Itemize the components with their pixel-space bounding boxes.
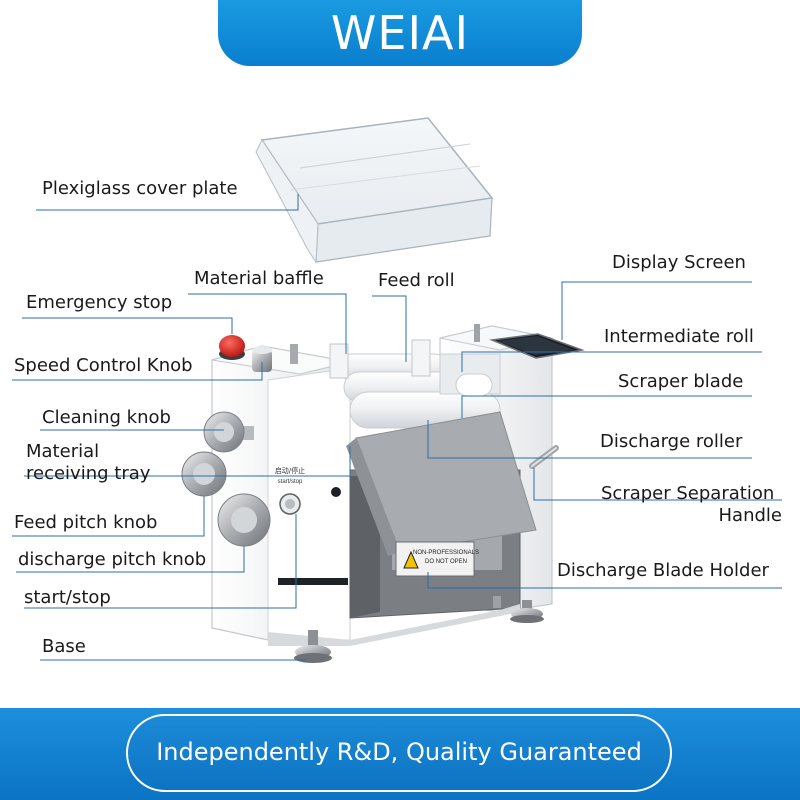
start-stop-panel-sublabel: start/stop (278, 479, 303, 485)
warning-line-2: DO NOT OPEN (425, 559, 467, 565)
leader-lines (12, 194, 782, 661)
base-plate (268, 604, 520, 646)
indicator-light (331, 487, 341, 497)
speed-control-knob (252, 346, 272, 372)
warning-line-1: NON-PROFESSIONALS (413, 550, 479, 556)
callout-scraper-separation-handle-line2: Handle (718, 505, 782, 526)
top-post (290, 344, 298, 364)
slogan-text: Independently R&D, Quality Guaranteed (156, 738, 642, 766)
plexiglass-cover (255, 117, 494, 264)
brand-title: WEIAI (330, 6, 470, 60)
slogan-banner: Independently R&D, Quality Guaranteed (126, 714, 672, 792)
leveling-foot-back (493, 596, 501, 608)
callout-discharge-blade-holder: Discharge Blade Holder (557, 560, 769, 581)
scraper-separation-handle (529, 445, 559, 469)
callout-base: Base (42, 636, 86, 657)
brand-header: WEIAI (218, 0, 582, 66)
callout-feed-pitch-knob: Feed pitch knob (14, 512, 158, 533)
left-housing (211, 345, 351, 641)
callout-scraper-blade: Scraper blade (618, 371, 744, 392)
callout-discharge-pitch-knob: discharge pitch knob (18, 549, 207, 570)
callout-display-screen: Display Screen (612, 252, 746, 273)
material-receiving-tray (346, 411, 537, 556)
callout-material-receiving-tray-line1: Material (26, 441, 100, 462)
callout-feed-roll: Feed roll (378, 270, 455, 291)
callout-discharge-roller: Discharge roller (600, 431, 743, 452)
discharge-pitch-knob (217, 493, 271, 547)
callout-scraper-separation-handle-line1: Scraper Separation (601, 483, 775, 504)
cleaning-knob (203, 411, 254, 453)
material-baffle-left (329, 343, 349, 379)
feed-pitch-knob (181, 451, 227, 497)
callout-plexiglass-cover-plate: Plexiglass cover plate (42, 178, 238, 199)
callout-material-baffle: Material baffle (194, 268, 324, 289)
emergency-stop-button (219, 335, 245, 360)
callout-material-receiving-tray-line2: receiving tray (26, 463, 151, 484)
start-stop-panel-label: 启动/停止 (275, 466, 305, 475)
callout-cleaning-knob: Cleaning knob (42, 407, 171, 428)
callout-start-stop: start/stop (24, 587, 111, 608)
callout-speed-control-knob: Speed Control Knob (14, 355, 193, 376)
leveling-foot-right (510, 600, 544, 623)
material-baffle-right (411, 339, 431, 377)
callout-intermediate-roll: Intermediate roll (604, 326, 754, 347)
callout-emergency-stop: Emergency stop (26, 292, 173, 313)
start-stop-button: 启动/停止 start/stop (275, 466, 305, 515)
warning-sticker: NON-PROFESSIONALS DO NOT OPEN (395, 541, 479, 577)
